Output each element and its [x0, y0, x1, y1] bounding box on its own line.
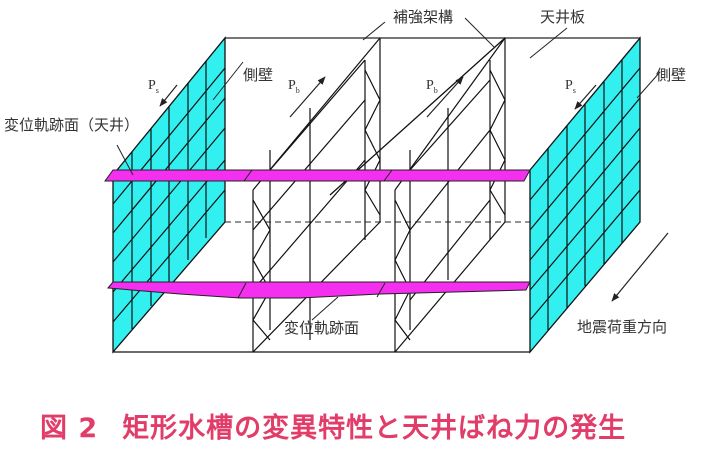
- pressure-label-ps-right: Ps: [565, 78, 576, 95]
- reinforcement-frame-label: 補強架構: [393, 8, 454, 26]
- figure-number: 図 2: [40, 413, 99, 444]
- pressure-arrows: [159, 76, 669, 302]
- trajectory-plane-lower: [107, 281, 531, 299]
- pressure-label-pb-left: Pb: [288, 78, 300, 95]
- trajectory-plane-label: 変位軌跡面: [284, 319, 360, 337]
- seismic-load-direction-label: 地震荷重方向: [577, 318, 668, 336]
- side-wall-left-label: 側壁: [243, 66, 274, 84]
- side-wall-right-label: 側壁: [656, 66, 687, 84]
- trajectory-ceiling-label: 変位軌跡面（天井）: [4, 116, 140, 134]
- caption-text: 矩形水槽の変異特性と天井ばね力の発生: [122, 413, 627, 444]
- left-side-wall: [112, 36, 226, 354]
- trajectory-plane-ceiling: [104, 169, 531, 182]
- pressure-label-ps-left: Ps: [148, 78, 159, 95]
- right-side-wall: [529, 36, 641, 354]
- figure-caption: 図 2 矩形水槽の変異特性と天井ばね力の発生: [40, 406, 626, 445]
- ceiling-plate-label: 天井板: [540, 8, 586, 26]
- pressure-label-pb-right: Pb: [426, 78, 438, 95]
